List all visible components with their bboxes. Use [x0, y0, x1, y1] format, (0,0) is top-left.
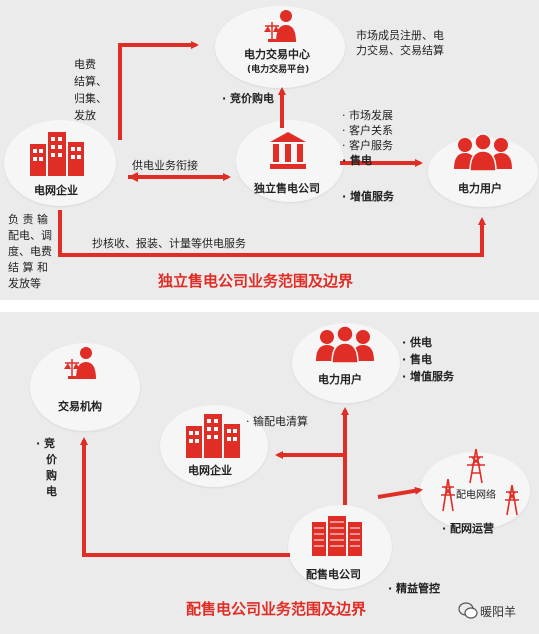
user-service-line: · 增值服务 — [402, 370, 455, 383]
center-function-line: 市场成员注册、电 — [356, 29, 444, 42]
fee-line: 归集、 — [74, 92, 107, 105]
bid-purchase-vertical-label: · 竞 价 购 电 — [36, 436, 57, 500]
supply-connection-label: 供电业务衔接 — [132, 159, 198, 172]
service-line: · 市场发展 — [342, 109, 393, 122]
duty-line: 结 算 和 — [8, 261, 48, 274]
user-service-line: · 供电 — [402, 336, 433, 349]
wechat-icon — [458, 602, 478, 619]
bank-icon — [270, 132, 306, 169]
grid-company-title-bottom: 电网企业 — [188, 464, 232, 477]
bottom-caption: 配售电公司业务范围及边界 — [186, 600, 367, 618]
duty-line: 负 责 输 — [8, 213, 48, 226]
trading-center-subtitle: (电力交易平台) — [247, 65, 310, 75]
duty-line: 发放等 — [8, 277, 41, 290]
trading-center-node — [215, 6, 345, 88]
retailer-services-label: · 市场发展 · 客户关系 · 客户服务 · 售电 — [342, 108, 393, 168]
retailer-title: 独立售电公司 — [254, 182, 320, 195]
refined-control-label: · 精益管控 — [388, 582, 441, 595]
center-functions-label: 市场成员注册、电 力交易、交易结算 — [356, 28, 444, 58]
value-added-label: · 增值服务 — [342, 190, 395, 203]
bid-char: 购 — [46, 469, 57, 482]
power-tower-icon — [441, 448, 519, 516]
arrow-company-to-network — [377, 486, 423, 499]
person-scale-icon — [264, 10, 296, 42]
duty-line: 配电、调 — [8, 229, 52, 242]
user-service-line: · 售电 — [402, 353, 433, 366]
fee-line: 结算、 — [74, 75, 107, 88]
power-user-title-bottom: 电力用户 — [318, 373, 362, 386]
fee-line: 发放 — [74, 109, 96, 122]
fee-line: 电费 — [74, 58, 96, 71]
service-line: · 售电 — [342, 154, 373, 167]
people-group-icon — [316, 325, 374, 364]
bid-char: · 竞 — [36, 437, 56, 450]
grid-duties-label: 负 责 输 配电、调 度、电费 结 算 和 发放等 — [8, 212, 52, 292]
buildings-icon — [186, 414, 240, 458]
watermark-text: 暖阳羊 — [480, 605, 517, 619]
bid-purchase-label: · 竞价购电 — [222, 92, 275, 105]
network-operation-label: · 配网运营 — [442, 522, 495, 535]
fee-settlement-label: 电费 结算、 归集、 发放 — [74, 56, 107, 124]
bid-char: 价 — [46, 453, 57, 466]
grid-company-title: 电网企业 — [34, 184, 78, 197]
duty-line: 度、电费 — [8, 245, 52, 258]
people-group-icon — [454, 133, 512, 172]
user-services-label: · 供电 · 售电 · 增值服务 — [402, 334, 454, 385]
arrow-company-to-org — [80, 437, 290, 557]
service-line: · 客户服务 — [342, 139, 393, 152]
power-user-title: 电力用户 — [458, 182, 502, 195]
arrow-grid-to-center — [118, 41, 199, 140]
service-line: · 客户关系 — [342, 124, 393, 137]
distribution-network-title: 配电网络 — [456, 490, 496, 501]
trading-org-title: 交易机构 — [58, 400, 102, 413]
arrow-grid-to-user — [58, 210, 486, 257]
trading-center-title: 电力交易中心 — [244, 48, 310, 61]
transmission-clearing-label: · 输配电清算 — [246, 415, 308, 428]
dist-retail-company-title: 配售电公司 — [306, 568, 361, 581]
grid-to-user-label: 抄核收、报装、计量等供电服务 — [92, 237, 246, 250]
buildings-icon — [30, 132, 84, 176]
bid-char: 电 — [46, 485, 57, 498]
top-caption: 独立售电公司业务范围及边界 — [158, 272, 354, 290]
center-function-line: 力交易、交易结算 — [356, 44, 444, 57]
person-scale-icon — [64, 347, 96, 379]
server-rack-icon — [312, 516, 362, 556]
